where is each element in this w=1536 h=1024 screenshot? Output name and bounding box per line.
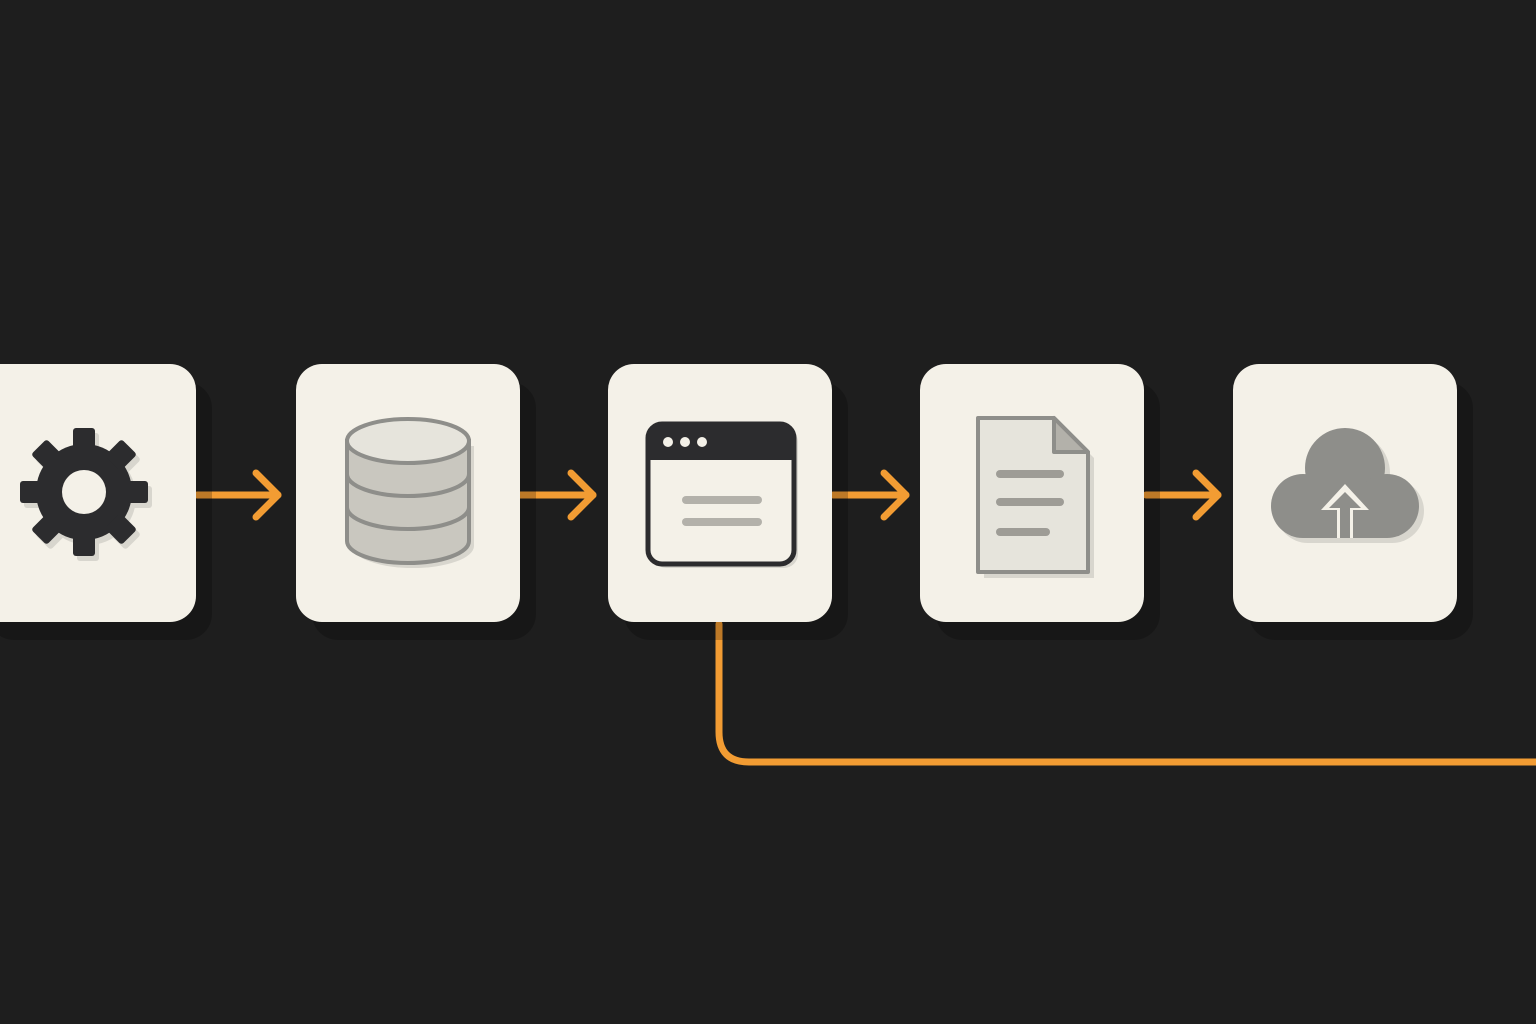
branch-connector-app-out [715,620,1536,766]
node-cloud[interactable] [1233,364,1457,622]
arrow-app-to-document [829,469,910,521]
node-database[interactable] [296,364,520,622]
arrow-document-to-cloud [1142,469,1222,521]
node-document[interactable] [920,364,1144,622]
node-settings[interactable] [0,364,196,622]
arrow-settings-to-database [193,469,282,521]
arrow-database-to-app [515,469,597,521]
node-app[interactable] [608,364,832,622]
